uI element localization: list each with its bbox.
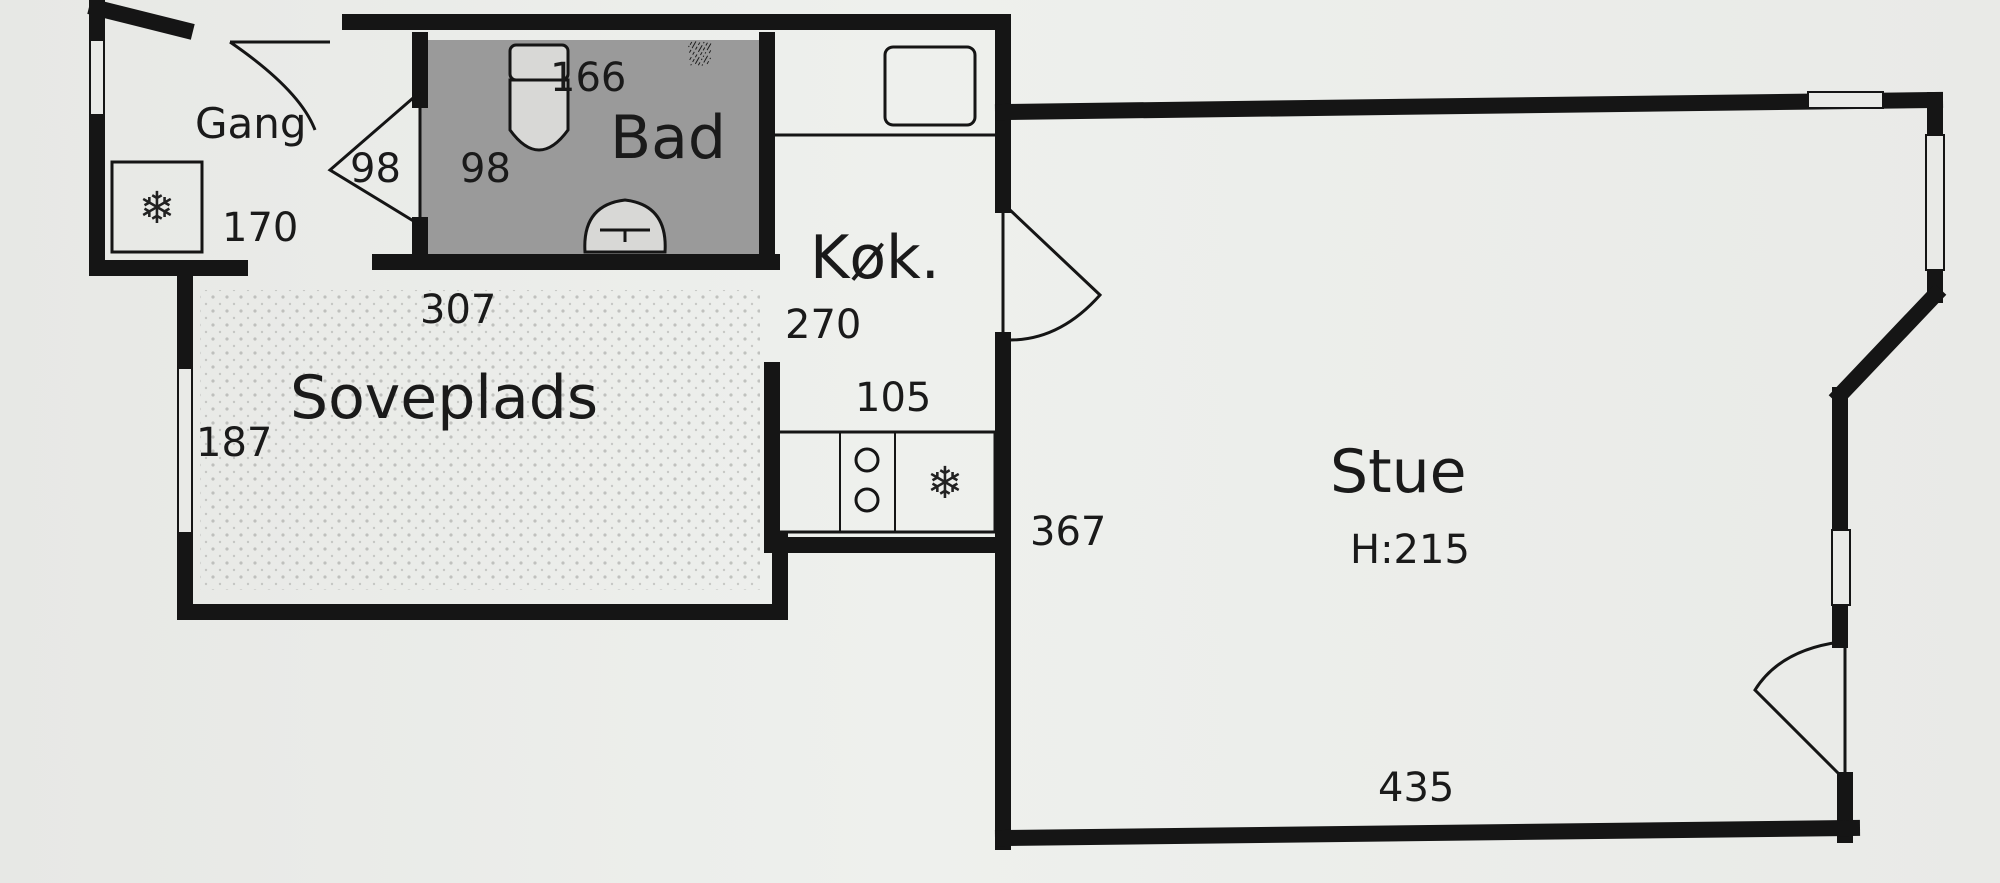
room-label-bad: Bad [610,103,727,173]
cooktop [773,430,997,534]
dimension-label: 187 [196,420,273,466]
dimension-label: 170 [222,205,299,251]
doors [229,40,1847,777]
window [1807,91,1884,109]
room-label-stue: Stue [1330,437,1467,507]
bathroom-fixtures [508,43,667,254]
dimension-label: 98 [350,146,401,192]
room-label-gang: Gang [195,99,307,148]
stue-ceiling-height: H:215 [1350,527,1470,573]
gang-cabinet [110,160,204,254]
dimension-label: 105 [855,375,932,421]
kitchen-sink [883,45,977,127]
dimension-label: 166 [550,55,627,101]
room-label-kokken: Køk. [810,223,940,293]
shower-icon: ⛆ [688,38,712,73]
dimension-label: 367 [1030,509,1107,555]
dimension-label: 435 [1378,765,1455,811]
window [1925,134,1945,271]
window [177,367,193,534]
dimension-label: 98 [460,146,511,192]
toilet-bowl [508,78,570,152]
window [89,39,105,116]
room-label-soveplads: Soveplads [290,363,599,433]
dimension-label: 307 [420,287,497,333]
windows [89,39,1945,606]
snowflake-icon: ❄ [927,458,964,509]
window [1831,529,1851,606]
snowflake-icon: ❄ [139,183,176,234]
sink [583,198,667,254]
kitchen-fixtures [773,45,997,534]
dimension-label: 270 [785,302,862,348]
bed-area-texture [200,290,760,590]
